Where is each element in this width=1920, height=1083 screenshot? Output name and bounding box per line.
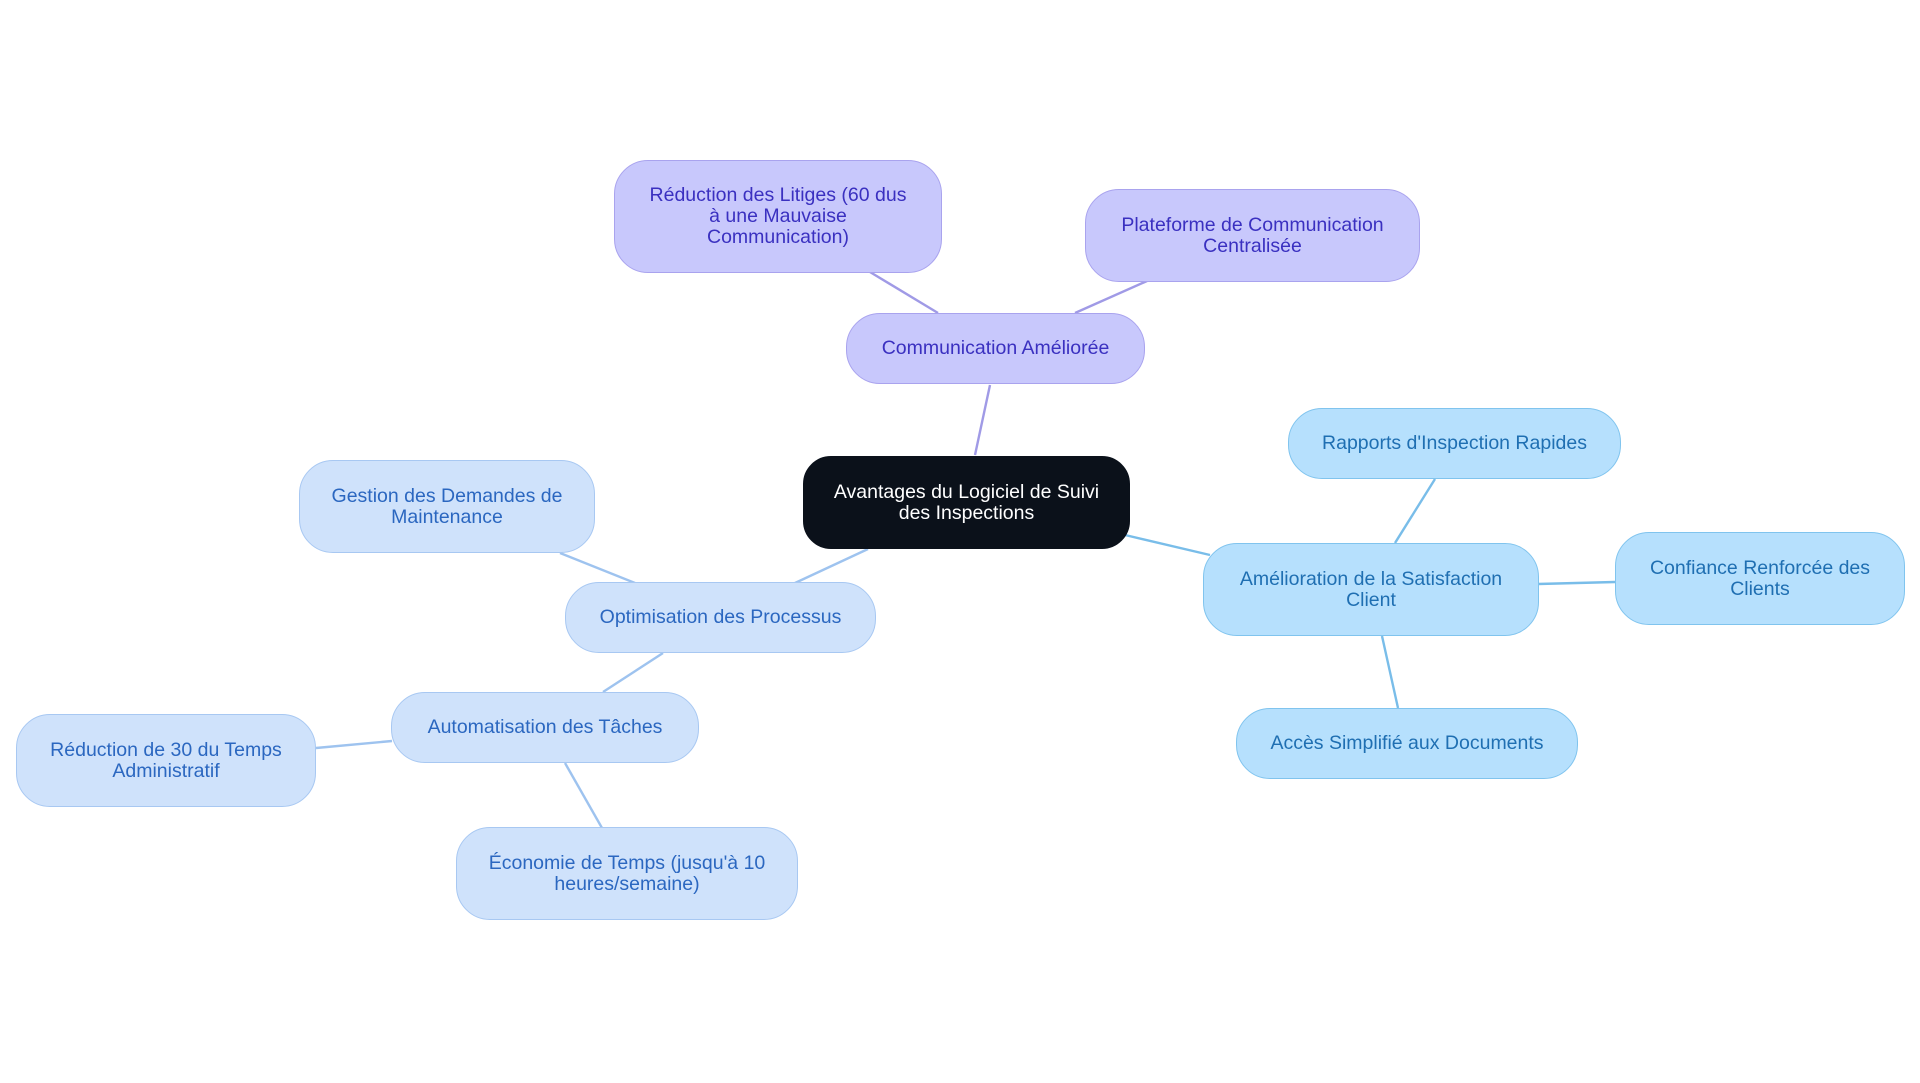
node-optimisation-processus[interactable]: Optimisation des Processus xyxy=(565,582,876,653)
edge-satisfaction-acces xyxy=(1380,635,1400,709)
root-node[interactable]: Avantages du Logiciel de Suivi des Inspe… xyxy=(803,456,1130,549)
node-reduction-temps[interactable]: Réduction de 30 du Temps Administratif xyxy=(16,714,316,807)
edge-automatisation-reduction xyxy=(315,739,393,750)
node-economie-temps[interactable]: Économie de Temps (jusqu'à 10 heures/sem… xyxy=(456,827,798,920)
edge-communication-plateforme xyxy=(1074,279,1148,315)
edge-automatisation-economie xyxy=(563,762,604,829)
node-reduction-litiges[interactable]: Réduction des Litiges (60 dus à une Mauv… xyxy=(614,160,942,273)
edge-root-communication xyxy=(973,384,992,456)
node-communication-amelioree[interactable]: Communication Améliorée xyxy=(846,313,1145,384)
edge-satisfaction-rapports xyxy=(1393,478,1437,544)
edge-satisfaction-confiance xyxy=(1537,580,1616,586)
edge-processus-gestion xyxy=(559,551,636,585)
node-acces-documents[interactable]: Accès Simplifié aux Documents xyxy=(1236,708,1578,779)
node-rapports-inspection[interactable]: Rapports d'Inspection Rapides xyxy=(1288,408,1621,479)
node-automatisation-taches[interactable]: Automatisation des Tâches xyxy=(391,692,699,763)
node-plateforme-communication[interactable]: Plateforme de Communication Centralisée xyxy=(1085,189,1420,282)
node-amelioration-satisfaction[interactable]: Amélioration de la Satisfaction Client xyxy=(1203,543,1539,636)
edge-root-processus xyxy=(794,547,869,585)
node-gestion-demandes[interactable]: Gestion des Demandes de Maintenance xyxy=(299,460,595,553)
edge-communication-litiges xyxy=(869,270,939,315)
node-confiance-clients[interactable]: Confiance Renforcée des Clients xyxy=(1615,532,1905,625)
edge-processus-automatisation xyxy=(602,651,664,694)
edge-root-satisfaction xyxy=(1124,533,1211,557)
